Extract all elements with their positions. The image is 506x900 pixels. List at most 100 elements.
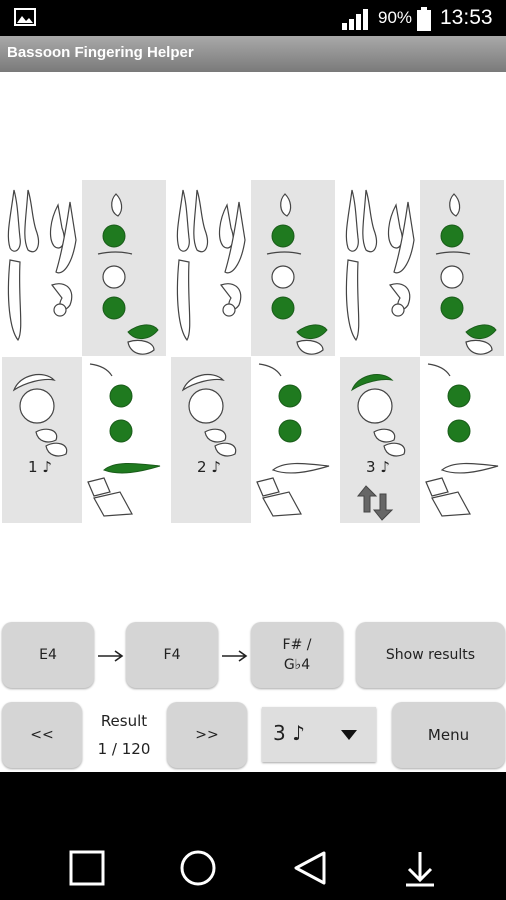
thumb-key bbox=[383, 442, 406, 457]
thumb-key bbox=[373, 428, 396, 443]
menu-button[interactable]: Menu bbox=[392, 702, 505, 768]
pinky-key bbox=[425, 477, 449, 497]
wing-key bbox=[387, 203, 403, 249]
tone-hole-closed bbox=[440, 296, 464, 320]
tone-hole-closed bbox=[109, 419, 133, 443]
key-lever bbox=[266, 251, 302, 255]
dropdown-caret-icon bbox=[341, 730, 357, 740]
wing-key bbox=[7, 189, 21, 252]
arrow-right-icon bbox=[222, 650, 248, 662]
wing-key bbox=[345, 189, 359, 252]
tone-hole-closed bbox=[440, 224, 464, 248]
next-result-button[interactable]: >> bbox=[167, 702, 247, 768]
result-label: Result bbox=[100, 712, 148, 730]
recent-apps-icon[interactable] bbox=[67, 848, 107, 888]
pinky-key-closed bbox=[465, 324, 497, 339]
tone-hole-open bbox=[440, 265, 464, 289]
tone-hole-closed bbox=[278, 419, 302, 443]
note-button-e4[interactable]: E4 bbox=[2, 622, 94, 688]
wing-key bbox=[224, 201, 246, 274]
trill-arrow-down-icon bbox=[372, 493, 394, 521]
tone-hole-closed bbox=[447, 384, 471, 408]
tone-hole-closed bbox=[109, 384, 133, 408]
thumb-key bbox=[45, 442, 68, 457]
wing-key bbox=[176, 189, 190, 252]
tone-hole-closed bbox=[102, 296, 126, 320]
fingering-diagram: 1 ♪ 2 ♪ 3 ♪ bbox=[2, 180, 504, 523]
arrow-right-icon bbox=[98, 650, 124, 662]
app-title: Bassoon Fingering Helper bbox=[7, 44, 194, 61]
tone-hole-closed bbox=[271, 224, 295, 248]
key-lever bbox=[89, 363, 113, 377]
pinky-key-closed bbox=[127, 324, 159, 339]
back-icon[interactable] bbox=[290, 848, 330, 888]
whisper-key bbox=[7, 259, 22, 342]
key-lever bbox=[258, 363, 282, 377]
tone-hole-open bbox=[102, 265, 126, 289]
thumb-key bbox=[35, 428, 58, 443]
pinky-key-closed bbox=[103, 463, 161, 474]
thumb-key bbox=[204, 428, 227, 443]
tone-hole-closed bbox=[271, 296, 295, 320]
pinky-key bbox=[262, 491, 302, 517]
trill-arrow-up-icon bbox=[356, 485, 378, 513]
thumb-key-large bbox=[357, 388, 393, 424]
gallery-icon bbox=[14, 8, 36, 26]
wing-key bbox=[218, 203, 234, 249]
tone-hole-open bbox=[271, 265, 295, 289]
whisper-key bbox=[345, 259, 360, 342]
thumb-key bbox=[391, 303, 405, 317]
pinky-key bbox=[431, 491, 471, 517]
key-lever bbox=[427, 363, 451, 377]
thumb-key-large bbox=[188, 388, 224, 424]
half-hole-key bbox=[111, 193, 123, 217]
pinky-key bbox=[271, 462, 330, 474]
pinky-key bbox=[465, 339, 493, 355]
tone-hole-closed bbox=[278, 384, 302, 408]
pinky-key-closed bbox=[296, 324, 328, 339]
key-lever bbox=[435, 251, 471, 255]
thumb-key-closed bbox=[350, 374, 394, 392]
signal-icon bbox=[342, 9, 368, 30]
thumb-key bbox=[51, 283, 73, 310]
wing-key bbox=[362, 189, 378, 253]
thumb-key bbox=[53, 303, 67, 317]
pinky-key bbox=[127, 339, 155, 355]
pinky-key bbox=[256, 477, 280, 497]
previous-result-button[interactable]: << bbox=[2, 702, 82, 768]
half-hole-key bbox=[280, 193, 292, 217]
app-title-bar: Bassoon Fingering Helper bbox=[0, 36, 506, 72]
fingering-number-label: 1 ♪ bbox=[28, 458, 52, 476]
pinky-key bbox=[87, 477, 111, 497]
wing-key bbox=[193, 189, 209, 253]
wing-key bbox=[393, 201, 415, 274]
thumb-key bbox=[222, 303, 236, 317]
note-button-f-sharp-g-flat-4[interactable]: F# / G♭4 bbox=[251, 622, 343, 688]
note-button-f4[interactable]: F4 bbox=[126, 622, 218, 688]
hide-keyboard-icon[interactable] bbox=[400, 848, 440, 888]
thumb-key-large bbox=[19, 388, 55, 424]
whisper-key bbox=[176, 259, 191, 342]
thumb-key bbox=[389, 283, 411, 310]
fingering-select[interactable]: 3 ♪ bbox=[262, 707, 376, 762]
show-results-button[interactable]: Show results bbox=[356, 622, 505, 688]
tone-hole-closed bbox=[447, 419, 471, 443]
battery-icon bbox=[417, 7, 431, 31]
fingering-select-value: 3 ♪ bbox=[273, 721, 305, 745]
pinky-key bbox=[296, 339, 324, 355]
thumb-key bbox=[181, 373, 225, 392]
wing-key bbox=[55, 201, 77, 274]
home-icon[interactable] bbox=[178, 848, 218, 888]
thumb-key bbox=[220, 283, 242, 310]
result-count: 1 / 120 bbox=[97, 740, 151, 758]
pinky-key bbox=[440, 462, 499, 474]
battery-percent: 90% bbox=[378, 8, 413, 27]
key-lever bbox=[97, 251, 133, 255]
fingering-number-label: 3 ♪ bbox=[366, 458, 390, 476]
status-bar: 90% 13:53 bbox=[0, 0, 506, 36]
thumb-key bbox=[214, 442, 237, 457]
clock: 13:53 bbox=[440, 6, 493, 29]
tone-hole-closed bbox=[102, 224, 126, 248]
half-hole-key bbox=[449, 193, 461, 217]
fingering-number-label: 2 ♪ bbox=[197, 458, 221, 476]
